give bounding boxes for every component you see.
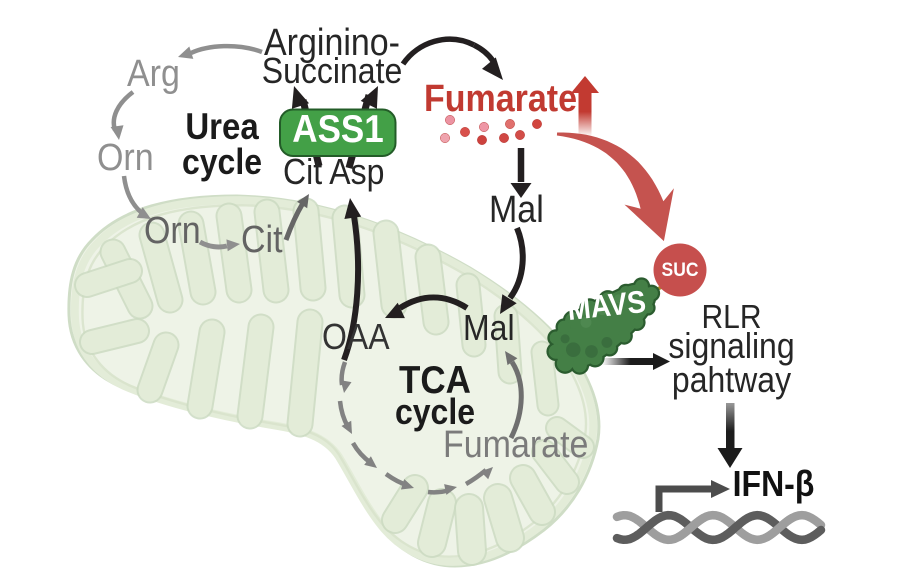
svg-text:SUC: SUC [662, 258, 699, 280]
svg-text:Orn: Orn [144, 208, 201, 251]
svg-text:Cit Asp: Cit Asp [283, 152, 384, 192]
svg-text:IFN-β: IFN-β [733, 464, 815, 504]
svg-text:Fumarate: Fumarate [424, 76, 577, 119]
svg-text:Urea: Urea [185, 106, 259, 147]
svg-text:Succinate: Succinate [262, 51, 403, 91]
svg-text:Mal: Mal [489, 187, 544, 230]
svg-text:cycle: cycle [182, 142, 262, 182]
svg-text:TCA: TCA [399, 357, 471, 401]
svg-text:pahtway: pahtway [672, 360, 791, 400]
svg-text:MAVS: MAVS [566, 285, 648, 328]
svg-text:RLR: RLR [701, 297, 761, 335]
svg-text:OAA: OAA [322, 317, 390, 357]
svg-text:Fumarate: Fumarate [443, 422, 588, 465]
svg-text:signaling: signaling [668, 326, 794, 366]
svg-text:Mal: Mal [463, 308, 515, 348]
svg-text:cycle: cycle [395, 392, 475, 432]
svg-text:Arg: Arg [127, 51, 180, 94]
svg-text:Arginino-: Arginino- [264, 20, 400, 63]
svg-text:Cit: Cit [241, 217, 283, 260]
svg-text:Orn: Orn [97, 135, 154, 178]
svg-text:ASS1: ASS1 [292, 106, 383, 150]
